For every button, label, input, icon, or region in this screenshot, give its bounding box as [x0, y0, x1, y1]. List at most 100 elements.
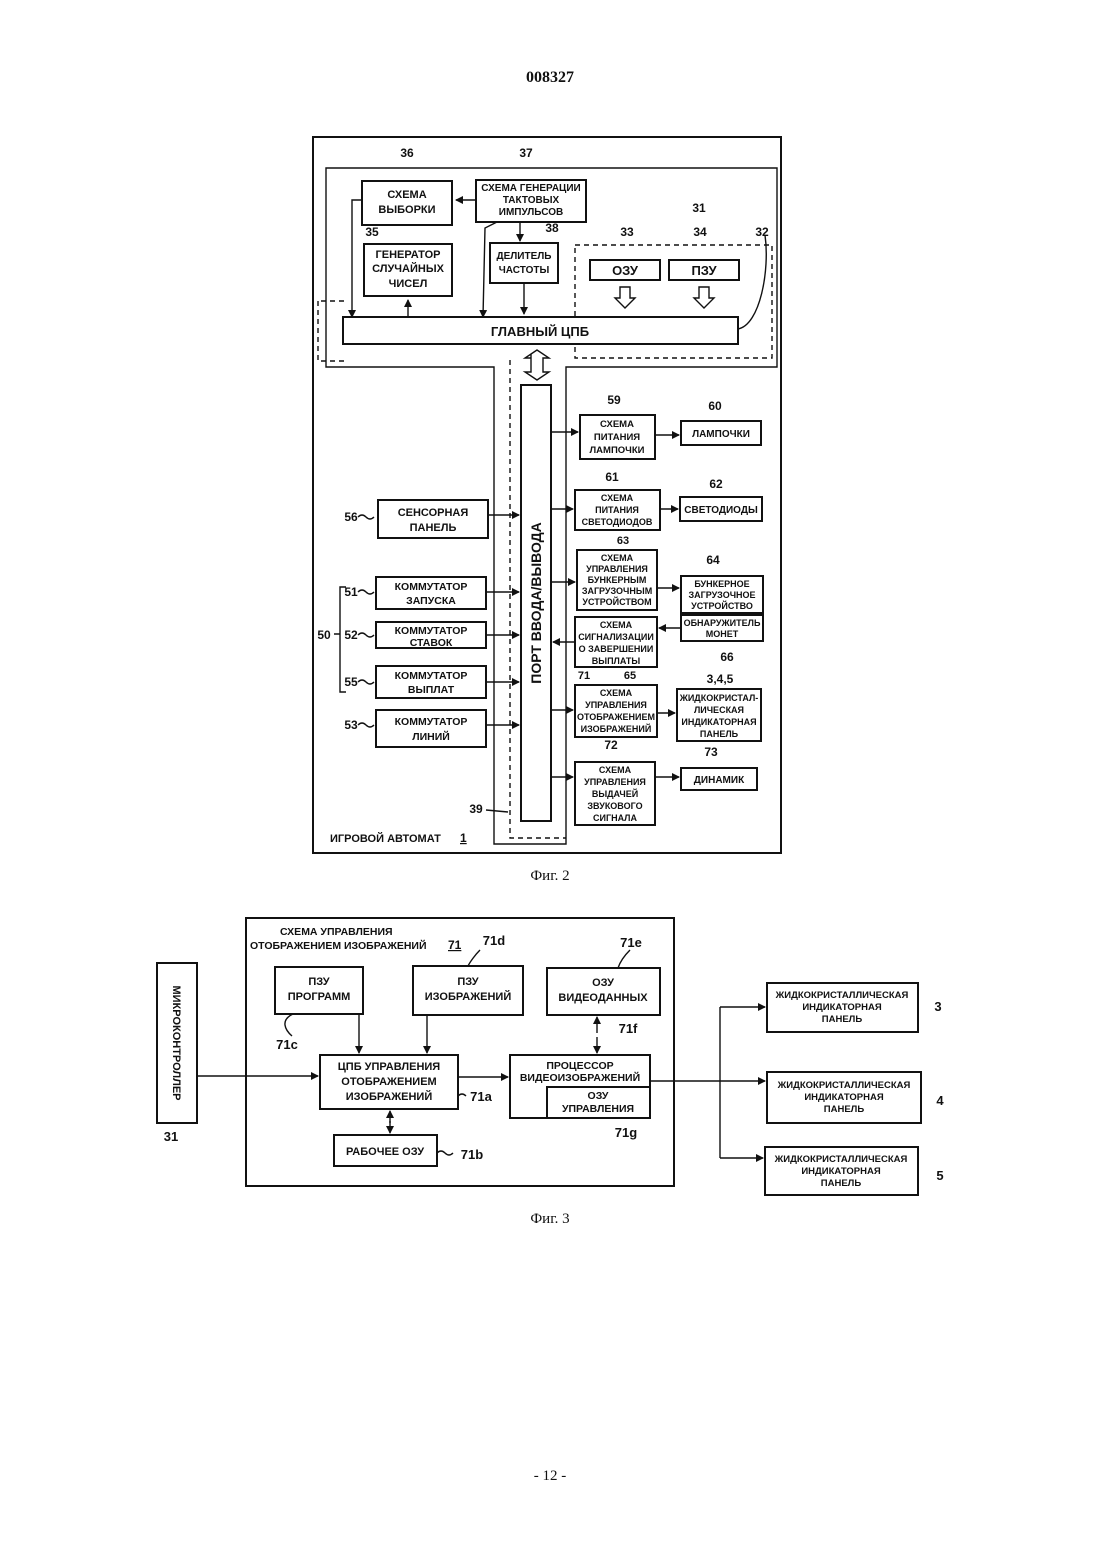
- sound-control-label-1: СХЕМА: [599, 765, 632, 775]
- ref-345: 3,4,5: [707, 672, 734, 686]
- work-ram-label: РАБОЧЕЕ ОЗУ: [346, 1146, 424, 1158]
- ref-36: 36: [400, 146, 414, 160]
- sound-control-label-4: ЗВУКОВОГО: [587, 801, 642, 811]
- ref-32: 32: [755, 225, 769, 239]
- lcd5-label-2: ИНДИКАТОРНАЯ: [801, 1166, 880, 1177]
- frequency-divider-block: [490, 243, 558, 283]
- lcd3-label-1: ЖИДКОКРИСТАЛЛИЧЕСКАЯ: [775, 990, 909, 1001]
- payout-signal-label-1: СХЕМА: [600, 620, 633, 630]
- dashed-left: [318, 301, 344, 361]
- lcd4-label-2: ИНДИКАТОРНАЯ: [804, 1092, 883, 1103]
- lamps-label: ЛАМПОЧКИ: [692, 429, 750, 440]
- clock-generator-label-1: СХЕМА ГЕНЕРАЦИИ: [481, 183, 580, 194]
- leader-39: [486, 810, 508, 812]
- led-driver-label-2: ПИТАНИЯ: [595, 505, 639, 515]
- image-control-label-4: ИЗОБРАЖЕНИЙ: [581, 723, 652, 734]
- ram-bus-arrow: [615, 287, 635, 308]
- clock-generator-label-3: ИМПУЛЬСОВ: [499, 207, 563, 218]
- ref-53: 53: [344, 718, 358, 732]
- fig3-title-1: СХЕМА УПРАВЛЕНИЯ: [280, 926, 393, 938]
- bet-switch-label-1: КОММУТАТОР: [395, 625, 468, 637]
- hopper-control-label-3: БУНКЕРНЫМ: [588, 575, 647, 585]
- hopper-control-label-1: СХЕМА: [601, 553, 634, 563]
- lamp-driver-label-1: СХЕМА: [600, 419, 634, 430]
- leader-71c: [285, 1014, 293, 1036]
- touch-panel-label-2: ПАНЕЛЬ: [410, 522, 457, 534]
- led-driver-label-1: СХЕМА: [601, 493, 634, 503]
- payout-switch-label-1: КОММУТАТОР: [395, 670, 468, 682]
- coin-detector-label-2: МОНЕТ: [706, 629, 739, 639]
- lamp-driver-label-2: ПИТАНИЯ: [594, 432, 640, 443]
- divider-label-2: ЧАСТОТЫ: [499, 265, 550, 276]
- ref-4: 4: [936, 1093, 944, 1108]
- ref-62: 62: [709, 477, 723, 491]
- lcd3-label-3: ПАНЕЛЬ: [822, 1014, 863, 1025]
- leader-52: [358, 633, 374, 637]
- ref-71b: 71b: [461, 1147, 483, 1162]
- payout-switch-label-2: ВЫПЛАТ: [408, 684, 455, 696]
- machine-ref: 1: [460, 831, 467, 845]
- ref-71: 71: [578, 670, 590, 682]
- coin-detector-label-1: ОБНАРУЖИТЕЛЬ: [684, 618, 761, 628]
- lcd-label-3: ИНДИКАТОРНАЯ: [681, 717, 756, 727]
- leds-label: СВЕТОДИОДЫ: [684, 505, 758, 516]
- ref-56: 56: [344, 510, 358, 524]
- ref-31-fig3: 31: [164, 1129, 178, 1144]
- start-switch-label-2: ЗАПУСКА: [406, 595, 456, 607]
- image-control-label-2: УПРАВЛЕНИЯ: [585, 700, 647, 710]
- leader-71d: [468, 950, 480, 966]
- leader-53: [358, 723, 374, 727]
- ref-38: 38: [545, 221, 559, 235]
- ref-31: 31: [692, 201, 706, 215]
- program-rom-label-1: ПЗУ: [308, 976, 329, 988]
- lcd4-label-1: ЖИДКОКРИСТАЛЛИЧЕСКАЯ: [777, 1080, 911, 1091]
- machine-label: ИГРОВОЙ АВТОМАТ: [330, 832, 441, 845]
- ref-66: 66: [720, 650, 734, 664]
- figure-2: СХЕМА ВЫБОРКИ СХЕМА ГЕНЕРАЦИИ ТАКТОВЫХ И…: [313, 137, 781, 884]
- lcd-label-1: ЖИДКОКРИСТАЛ-: [679, 693, 759, 703]
- ref-34: 34: [693, 225, 707, 239]
- ref-71f: 71f: [619, 1021, 638, 1036]
- figure-3: СХЕМА УПРАВЛЕНИЯ ОТОБРАЖЕНИЕМ ИЗОБРАЖЕНИ…: [157, 918, 944, 1227]
- ref-55: 55: [344, 675, 358, 689]
- lcd3-label-2: ИНДИКАТОРНАЯ: [802, 1002, 881, 1013]
- program-rom-label-2: ПРОГРАММ: [288, 991, 351, 1003]
- sound-control-label-3: ВЫДАЧЕЙ: [592, 788, 638, 799]
- ref-65: 65: [624, 670, 636, 682]
- lcd4-label-3: ПАНЕЛЬ: [824, 1104, 865, 1115]
- leader-56: [358, 515, 374, 519]
- lcd-label-2: ЛИЧЕСКАЯ: [694, 705, 744, 715]
- sound-control-label-5: СИГНАЛА: [593, 813, 637, 823]
- lcd5-label-3: ПАНЕЛЬ: [821, 1178, 862, 1189]
- video-processor-label-1: ПРОЦЕССОР: [546, 1060, 613, 1072]
- line-switch-label-1: КОММУТАТОР: [395, 716, 468, 728]
- rom-bus-arrow: [694, 287, 714, 308]
- payout-signal-label-3: О ЗАВЕРШЕНИИ: [579, 644, 654, 654]
- ref-61: 61: [605, 470, 619, 484]
- page-number: 008327: [526, 69, 574, 86]
- payout-signal-label-2: СИГНАЛИЗАЦИИ: [578, 632, 654, 642]
- video-ram-label-2: ВИДЕОДАННЫХ: [558, 992, 648, 1004]
- fig2-caption: Фиг. 2: [530, 868, 569, 884]
- hopper-label-1: БУНКЕРНОЕ: [694, 579, 749, 589]
- video-ram-label-1: ОЗУ: [592, 977, 614, 989]
- rng-label-3: ЧИСЕЛ: [389, 278, 428, 290]
- rng-label-1: ГЕНЕРАТОР: [376, 249, 441, 261]
- main-cpu-label: ГЛАВНЫЙ ЦПБ: [491, 324, 589, 339]
- sound-control-label-2: УПРАВЛЕНИЯ: [584, 777, 646, 787]
- hopper-control-label-2: УПРАВЛЕНИЯ: [586, 564, 648, 574]
- ram-label: ОЗУ: [612, 263, 639, 278]
- start-switch-label-1: КОММУТАТОР: [395, 581, 468, 593]
- rng-label-2: СЛУЧАЙНЫХ: [372, 262, 445, 275]
- image-rom-label-1: ПЗУ: [457, 976, 478, 988]
- ref-71c: 71c: [276, 1037, 298, 1052]
- ref-32-leader: [738, 235, 766, 329]
- bet-switch-label-2: СТАВОК: [410, 637, 453, 649]
- ref-52: 52: [344, 628, 358, 642]
- line-switch-label-2: ЛИНИЙ: [412, 730, 450, 743]
- lamp-driver-label-3: ЛАМПОЧКИ: [590, 445, 645, 456]
- lcd5-label-1: ЖИДКОКРИСТАЛЛИЧЕСКАЯ: [774, 1154, 908, 1165]
- fig3-title-2: ОТОБРАЖЕНИЕМ ИЗОБРАЖЕНИЙ: [250, 939, 427, 952]
- leader-51: [358, 590, 374, 594]
